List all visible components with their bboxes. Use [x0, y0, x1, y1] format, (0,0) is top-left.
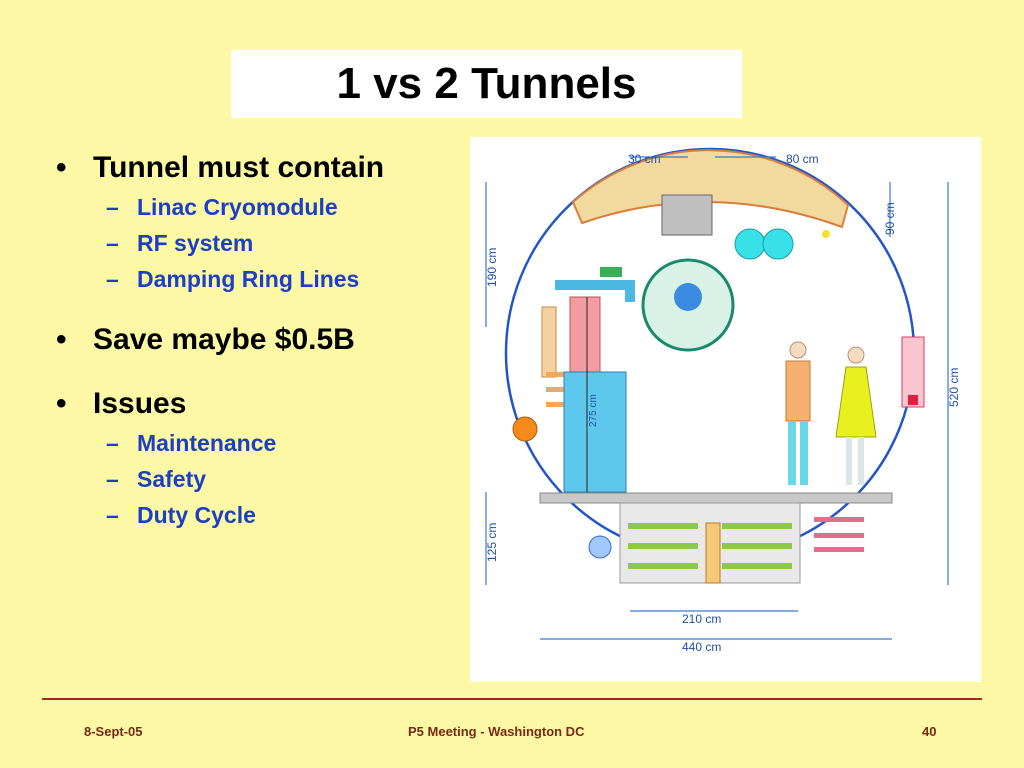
dim-left-upper: 190 cm: [485, 248, 499, 287]
slide-title: 1 vs 2 Tunnels: [336, 59, 637, 108]
bullet-text: Save maybe $0.5B: [93, 323, 355, 356]
dim-left-lower: 125 cm: [485, 523, 499, 562]
sub-bullet-item: – Maintenance: [50, 428, 450, 458]
sub-bullet-text: Duty Cycle: [137, 502, 256, 528]
dim-center: 275 cm: [588, 394, 599, 427]
footer-date: 8-Sept-05: [84, 724, 143, 739]
tunnel-cross-section-figure: 30 cm 80 cm 190 cm 90 cm 275 cm 520 cm 1…: [470, 137, 981, 682]
ceiling-lamp: [822, 230, 830, 238]
sub-bullet-glyph: –: [106, 466, 119, 492]
footer-page-number: 40: [922, 724, 937, 739]
sub-bullet-glyph: –: [106, 266, 119, 292]
sub-bullet-item: – Damping Ring Lines: [50, 264, 450, 294]
rf-coupler: [600, 267, 622, 277]
drain-column: [705, 522, 721, 584]
person-female: [835, 346, 877, 485]
title-box: 1 vs 2 Tunnels: [231, 50, 742, 118]
cryo-support: [661, 194, 713, 236]
footer-meeting: P5 Meeting - Washington DC: [408, 724, 585, 739]
bullet-glyph: •: [56, 387, 67, 420]
bullet-item: • Save maybe $0.5B: [50, 322, 450, 358]
sub-bullet-glyph: –: [106, 430, 119, 456]
dim-top-b: 80 cm: [786, 152, 819, 166]
sub-bullet-item: – Linac Cryomodule: [50, 192, 450, 222]
dim-right-upper: 90 cm: [883, 202, 897, 235]
dim-top-a: 30 cm: [628, 152, 661, 166]
sub-bullet-glyph: –: [106, 502, 119, 528]
rf-waveguide: [555, 280, 635, 302]
dim-right-total: 520 cm: [947, 368, 961, 407]
cryo-line-b: [762, 228, 794, 260]
dim-bottom-total: 440 cm: [682, 640, 721, 654]
sub-bullet-text: Maintenance: [137, 430, 277, 456]
dim-bottom-inner: 210 cm: [682, 612, 721, 626]
person-male: [785, 341, 811, 485]
left-wall-rack: [512, 306, 612, 559]
sub-bullet-glyph: –: [106, 230, 119, 256]
modulator: [563, 371, 627, 493]
cable-trays: [628, 517, 864, 569]
tunnel-floor: [539, 492, 893, 504]
footer-rule: [42, 698, 982, 700]
bullet-list: • Tunnel must contain – Linac Cryomodule…: [50, 150, 450, 530]
bullet-text: Issues: [93, 387, 187, 420]
bullet-item: • Issues: [50, 386, 450, 422]
bullet-glyph: •: [56, 151, 67, 184]
sub-bullet-item: – RF system: [50, 228, 450, 258]
tunnel-diagram: 30 cm 80 cm 190 cm 90 cm 275 cm 520 cm 1…: [485, 147, 961, 654]
sub-bullet-item: – Duty Cycle: [50, 500, 450, 530]
sub-bullet-text: RF system: [137, 230, 254, 256]
sub-bullet-text: Linac Cryomodule: [137, 194, 338, 220]
cryo-line-a: [734, 228, 766, 260]
safety-panel: [901, 336, 925, 408]
sub-bullet-text: Damping Ring Lines: [137, 266, 360, 292]
bullet-glyph: •: [56, 323, 67, 356]
bullet-text: Tunnel must contain: [93, 151, 385, 184]
beam-pipe: [674, 283, 702, 311]
sub-bullet-text: Safety: [137, 466, 207, 492]
sub-bullet-item: – Safety: [50, 464, 450, 494]
bullet-item: • Tunnel must contain: [50, 150, 450, 186]
dimension-lines: [485, 156, 949, 640]
klystron: [569, 296, 601, 378]
sub-bullet-glyph: –: [106, 194, 119, 220]
